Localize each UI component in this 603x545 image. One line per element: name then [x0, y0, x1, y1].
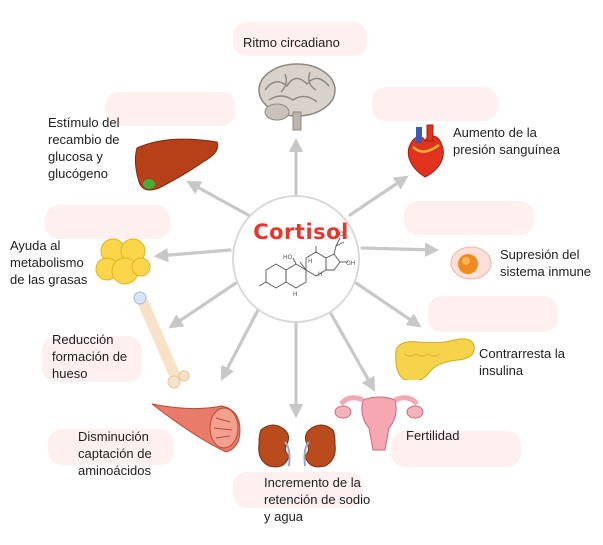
label-highlight [105, 92, 235, 126]
label-highlight [45, 205, 170, 239]
arrow-fertility [328, 310, 376, 392]
muscle-icon [151, 403, 241, 453]
arrow-amino [220, 308, 260, 381]
bone-icon [133, 291, 190, 389]
label-highlight [42, 336, 142, 382]
pancreas-icon [395, 338, 475, 380]
cortisol-molecule [258, 237, 348, 289]
molecule-label: HO [283, 254, 293, 261]
label-pressure: Aumento de la presión sanguínea [453, 125, 560, 157]
molecule-label: H [293, 291, 298, 298]
label-fertility: Fertilidad [406, 428, 460, 443]
arrow-insulin [354, 281, 422, 328]
brain-icon [258, 63, 336, 131]
label-fat: Ayuda al metabolismo de las grasas [10, 238, 88, 287]
molecule-label: H [308, 258, 313, 265]
label-highlight [428, 296, 558, 332]
label-sodium: Incremento de la retención de sodio y ag… [264, 475, 371, 524]
label-glucose: Estímulo del recambio de glucosa y glucó… [48, 115, 120, 181]
heart-icon [407, 124, 444, 178]
molecule-label: O [339, 231, 344, 238]
arrow-immune [360, 242, 440, 257]
molecule-label: H [318, 271, 323, 278]
label-highlight [372, 87, 498, 121]
arrow-fat [153, 247, 232, 263]
label-highlight [391, 431, 521, 467]
liver-icon [134, 138, 219, 191]
kidneys-icon [258, 424, 336, 468]
label-immune: Supresión del sistema inmune [500, 247, 592, 279]
label-highlight [233, 472, 363, 508]
label-insulin: Contrarresta la insulina [479, 346, 565, 378]
label-circadian: Ritmo circadiano [243, 35, 340, 50]
label-highlight [233, 22, 367, 56]
immune-cell-icon [450, 246, 492, 280]
label-bone: Reducción formación de hueso [52, 332, 128, 381]
fat-cells-icon [95, 238, 151, 285]
diagram-title: Cortisol [253, 220, 349, 244]
center-circle [232, 195, 360, 323]
arrow-glucose [186, 180, 252, 218]
arrow-bone [168, 281, 238, 329]
arrow-pressure [348, 175, 409, 217]
uterus-icon [334, 395, 424, 451]
label-highlight [48, 429, 174, 465]
molecule-label: OH [346, 260, 355, 267]
label-highlight [404, 201, 534, 235]
label-amino: Disminución captación de aminoácidos [78, 429, 152, 478]
